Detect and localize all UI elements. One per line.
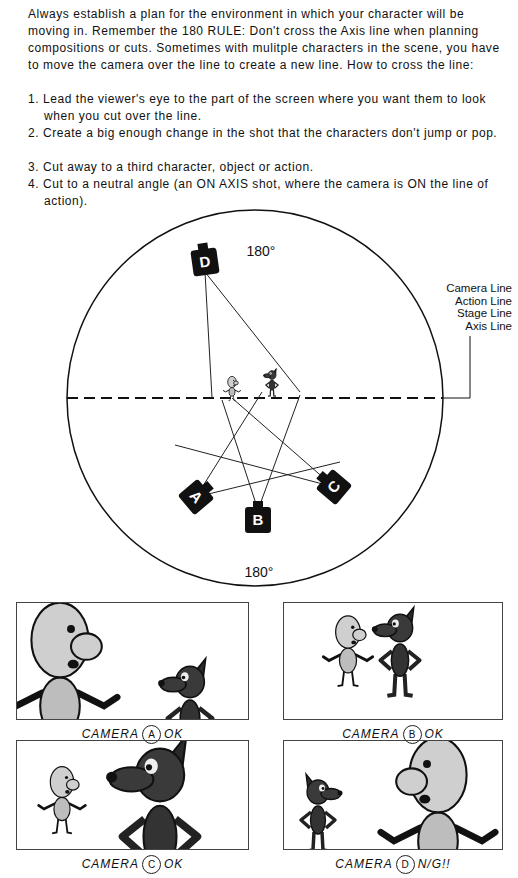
line-names: Camera Line Action Line Stage Line Axis … [436,282,512,332]
panel-art [17,603,212,719]
rule-item: 1. Lead the viewer's eye to the part of … [28,91,506,125]
caption-word: CAMERA [82,857,139,871]
grey-character [39,767,86,834]
camera-letter: A [142,725,161,744]
dark-character [263,369,278,397]
verdict: OK [164,857,183,871]
angle-label: 180° [234,564,284,580]
view-line [205,272,300,392]
verdict: OK [164,727,183,741]
rule-item: 3. Cut away to a third character, object… [28,159,506,176]
camera-box: D [190,247,219,276]
camera-letter: B [245,507,271,533]
camera-letter: C [142,855,161,874]
view-line [196,392,262,497]
view-line [196,462,340,497]
view-line [258,395,300,510]
axis-line [67,397,443,399]
shot-panel: CAMERACOK [16,740,249,850]
grey-character [381,741,495,849]
panel-art [323,607,419,696]
shot-panel: CAMERABOK [283,602,503,720]
rule-item: 2. Create a big enough change in the sho… [28,125,506,142]
camera-lens [197,242,208,250]
caption-word: CAMERA [335,857,392,871]
intro-text: Always establish a plan for the environm… [28,6,506,74]
camera-letter: B [403,725,422,744]
shot-caption: CAMERACOK [17,855,248,874]
camera-letter: D [190,247,219,276]
caption-word: CAMERA [82,727,139,741]
camera-box: C [316,469,353,506]
shot-caption: CAMERA DN/G!! [284,855,502,874]
panel-art [301,741,495,849]
camera-lens [253,501,263,508]
axis-leader [443,336,470,398]
dark-character [301,774,343,849]
caption-word: CAMERA [342,727,399,741]
stage-circle [67,210,443,586]
dark-character [158,659,212,719]
grey-character [323,616,372,686]
shot-panel: CAMERAAOK [16,602,249,720]
shot-panel: CAMERADN/G!! [283,740,503,850]
grey-character [17,603,117,719]
stage-characters [223,369,278,401]
view-line [205,272,212,398]
camera-box: B [245,507,271,533]
grey-character [223,376,240,400]
verdict: OK [425,727,444,741]
panel-art [39,741,198,849]
shot-caption: CAMERAAOK [17,725,248,744]
dark-character [106,741,197,849]
verdict: N/G!! [418,857,451,871]
rule-item: 4. Cut to a neutral angle (an ON AXIS sh… [28,176,506,210]
camera-letter: D [396,855,415,874]
camera-box: A [178,479,215,516]
dark-character [372,607,420,696]
shot-caption: CAMERA BOK [284,725,502,744]
angle-label: 180° [236,243,286,259]
